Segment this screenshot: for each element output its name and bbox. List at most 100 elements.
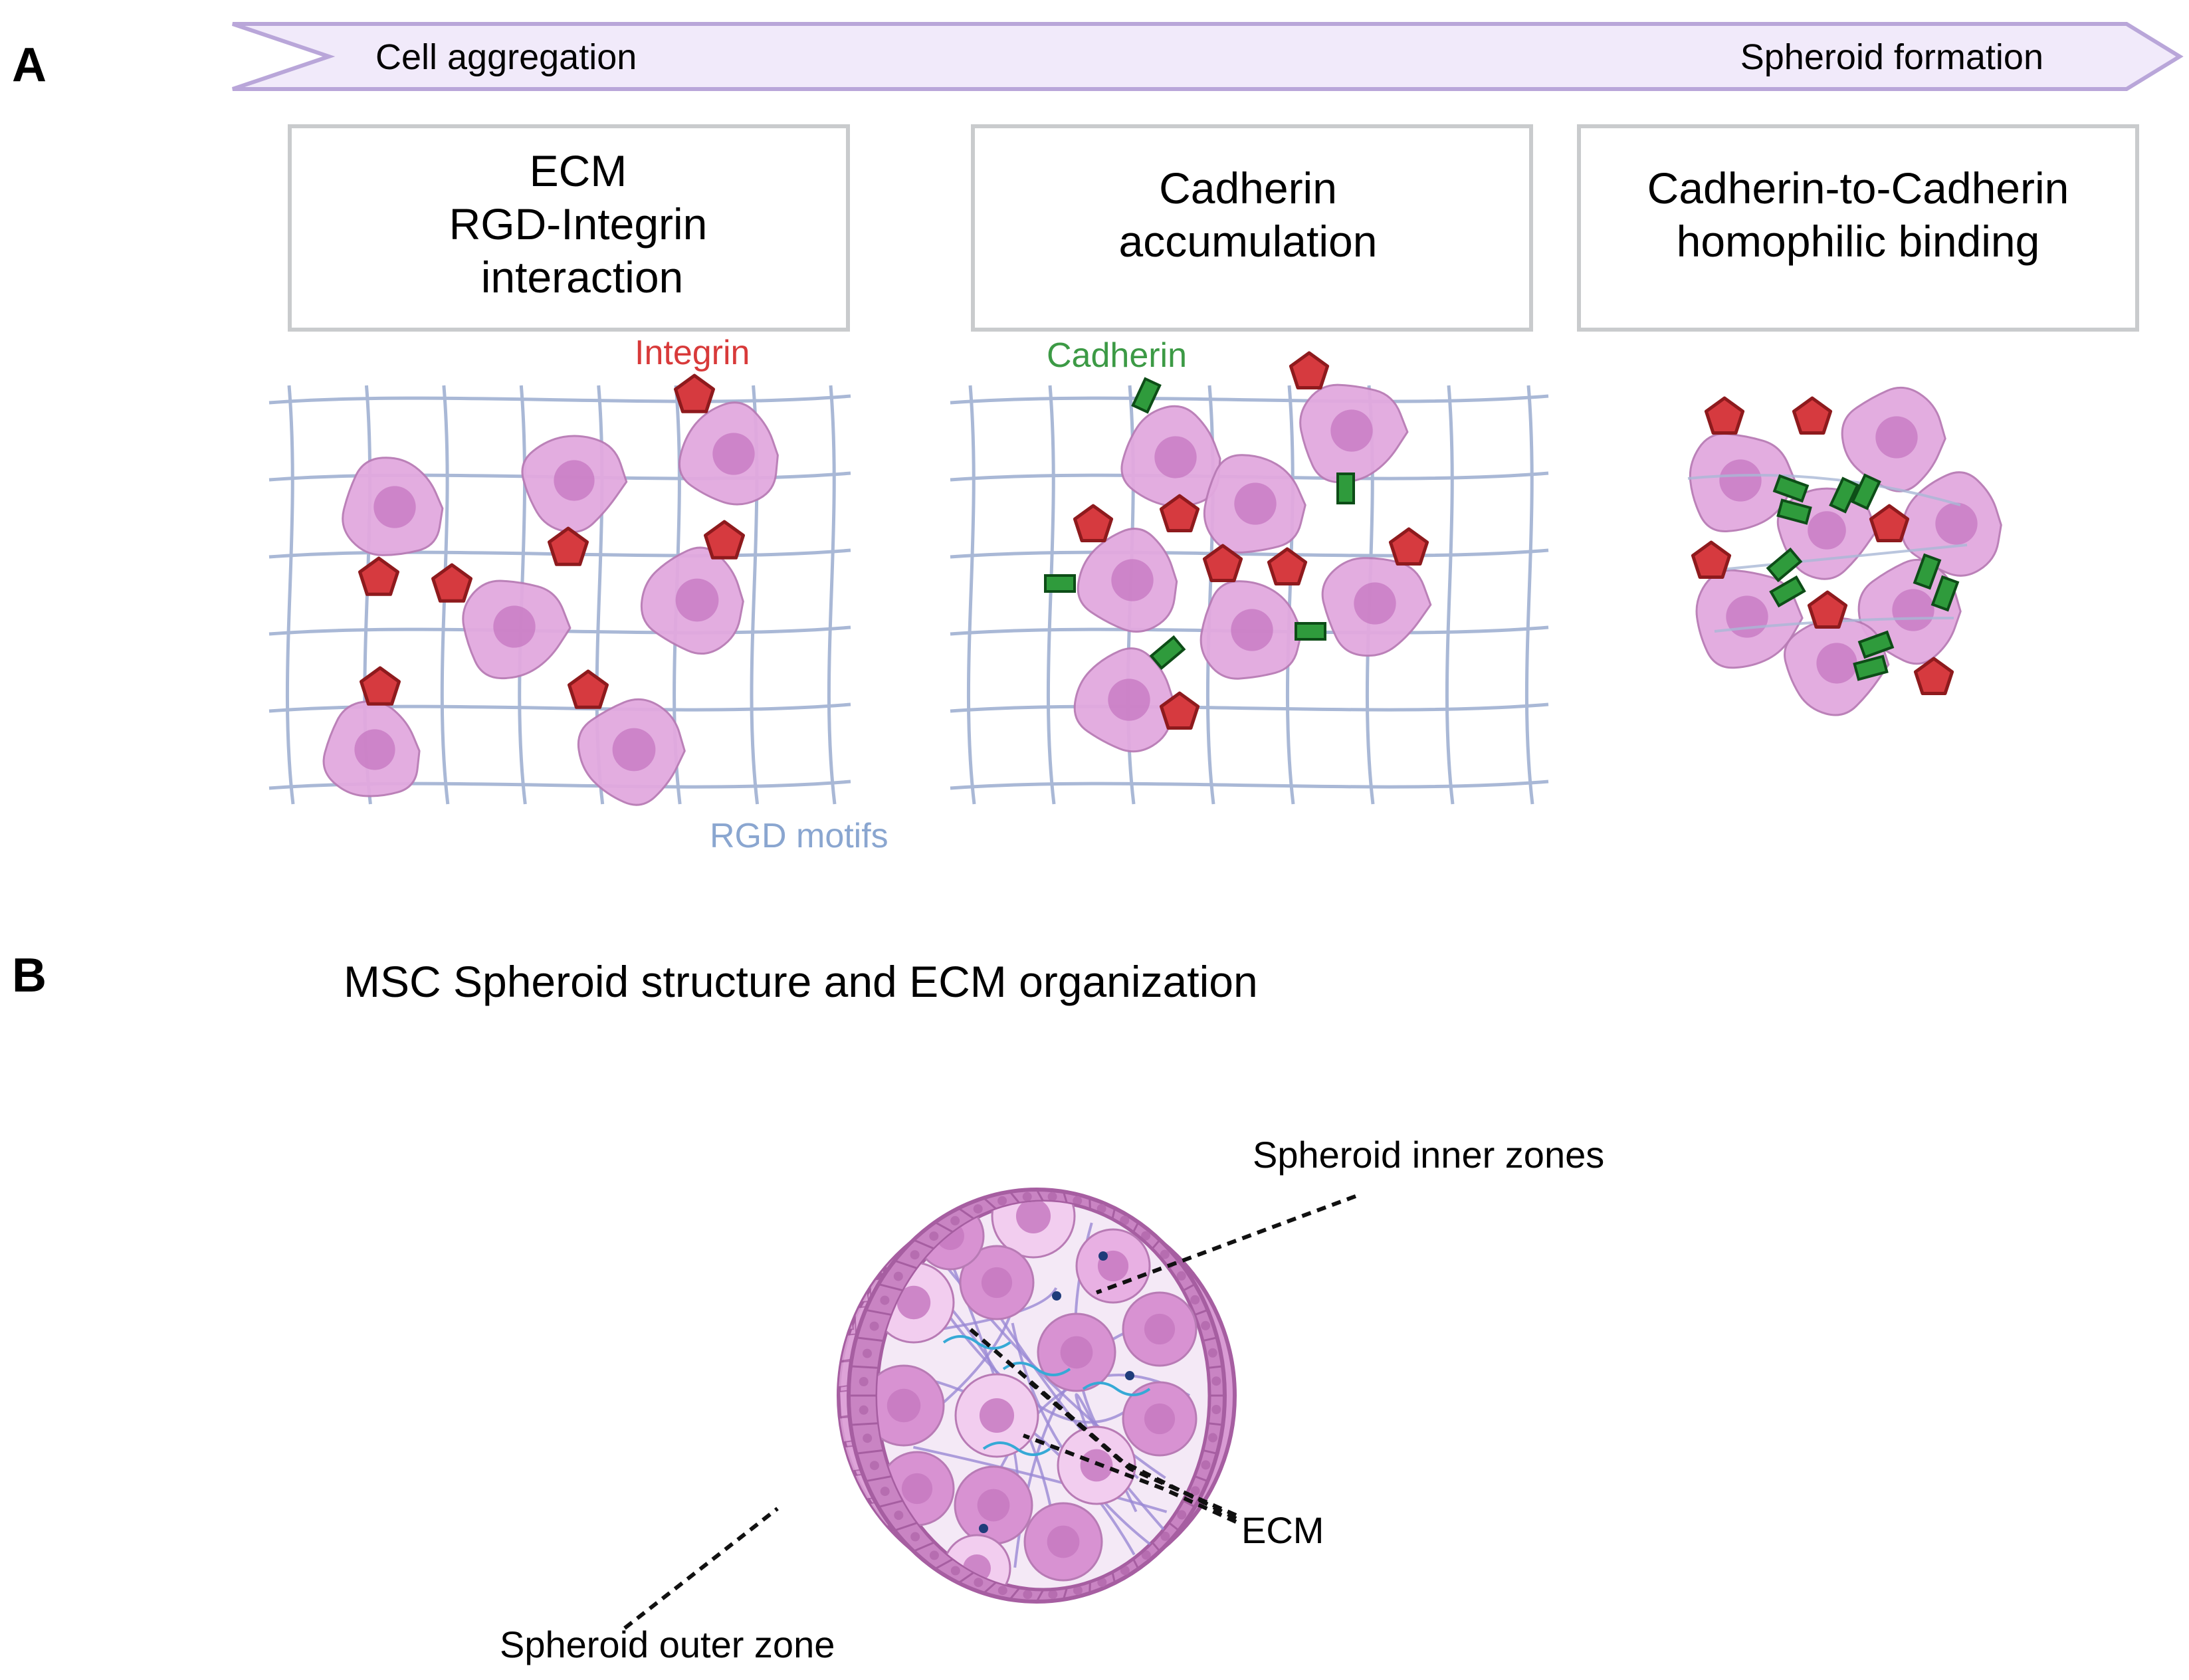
rim-cell-nucleus-1 — [1211, 1405, 1221, 1414]
shell-cell-129 — [884, 1583, 916, 1594]
rim-divider-26 — [865, 1309, 892, 1316]
stage3-cell-7-nucleus — [1816, 643, 1857, 684]
stage1-cell-7 — [577, 698, 686, 806]
arrow-start-label: Cell aggregation — [375, 37, 637, 77]
rim-cell-nucleus-42 — [1201, 1320, 1211, 1330]
shell-cell-109 — [839, 1527, 855, 1558]
panel-a-letter: A — [12, 39, 47, 92]
stage3-cadherin-4 — [1851, 473, 1881, 510]
rim-divider-16 — [934, 1558, 954, 1570]
rim-cell-nucleus-27 — [893, 1271, 903, 1281]
stage2-integrin-1 — [1289, 351, 1330, 389]
mesh2-strand-h5 — [950, 780, 1549, 790]
stage1-cell-2 — [521, 435, 628, 534]
rim-cell-nucleus-17 — [910, 1532, 920, 1542]
rim-divider-21 — [856, 1449, 885, 1455]
stage2-cadherin-2 — [1336, 472, 1355, 504]
rim-divider-36 — [1089, 1198, 1091, 1209]
shell-cell-19 — [839, 1248, 855, 1279]
rim-divider-6 — [1168, 1522, 1180, 1532]
rim-divider-25 — [856, 1336, 885, 1342]
mesh2-strand-v6 — [1445, 385, 1455, 805]
mesh1-strand-v0 — [285, 385, 295, 805]
stage2-integrin-2 — [1073, 504, 1114, 542]
shell-cell-118 — [839, 1555, 870, 1586]
stage1-integrin-1 — [674, 373, 715, 413]
stage1-cell-5-nucleus — [675, 578, 719, 622]
rim-divider-31 — [958, 1207, 975, 1220]
rim-cell-nucleus-21 — [863, 1433, 873, 1443]
stage-box-1-frame — [288, 124, 850, 332]
rim-divider-28 — [894, 1259, 918, 1270]
ecm-node-5 — [979, 1524, 988, 1533]
stage2-integrin-7 — [1159, 691, 1200, 730]
rim-cell-nucleus-32 — [997, 1196, 1007, 1206]
inner-cell-9-nucleus — [1144, 1403, 1176, 1435]
rim-divider-44 — [1207, 1365, 1223, 1369]
callout-ecm: ECM — [1241, 1509, 1324, 1551]
rim-cell-nucleus-5 — [1177, 1510, 1187, 1520]
rim-divider-38 — [1132, 1221, 1140, 1233]
stage1-cell-3 — [678, 401, 779, 506]
rim-divider-35 — [1062, 1191, 1069, 1204]
inner-cell-9 — [1122, 1381, 1198, 1457]
rim-divider-37 — [1111, 1208, 1116, 1219]
inner-cell-13 — [1023, 1502, 1103, 1582]
mesh2-strand-v7 — [1524, 385, 1534, 805]
stage-3-line-2: homophilic binding — [1677, 217, 2040, 266]
mesh1-strand-v7 — [827, 385, 837, 805]
stage2-cell-6-nucleus — [1354, 582, 1396, 625]
stage3-integrin-6 — [1913, 657, 1954, 695]
stage-3-line-1: Cadherin-to-Cadherin — [1647, 163, 2069, 213]
ecm-blue-strand-3 — [982, 1441, 1051, 1456]
cadherins-stage-2 — [1044, 377, 1355, 671]
outer-callout-line — [623, 1507, 779, 1630]
inner-cell-11 — [954, 1465, 1033, 1545]
rim-cell-nucleus-34 — [1047, 1192, 1057, 1202]
ecm-callout-line-3 — [1022, 1433, 1237, 1524]
shell-cell-10 — [839, 1220, 870, 1251]
rim-divider-27 — [878, 1283, 904, 1292]
inner-cell-5-nucleus — [1060, 1336, 1093, 1369]
shell-cell-2 — [853, 1198, 885, 1223]
ecm-node-4 — [1098, 1251, 1108, 1261]
process-arrow-shape — [232, 22, 2184, 91]
rim-cell-nucleus-37 — [1120, 1215, 1130, 1225]
ecm-mesh-stage-2 — [950, 385, 1549, 805]
stage3-mesh-2 — [1701, 544, 1968, 573]
stage1-cell-2-nucleus — [554, 460, 595, 501]
stage2-cell-5 — [1199, 580, 1303, 680]
stage3-cadherin-6 — [1769, 575, 1806, 608]
rim-cell-nucleus-41 — [1190, 1295, 1200, 1305]
stage-box-1: ECM RGD-Integrin interaction — [288, 124, 850, 332]
shell-cell-110 — [853, 1527, 885, 1558]
stage2-integrin-5 — [1267, 547, 1308, 585]
rim-divider-7 — [1151, 1541, 1161, 1552]
rim-cell-nucleus-33 — [1022, 1192, 1032, 1202]
inner-cell-1-nucleus — [1015, 1202, 1051, 1234]
stage1-integrin-4 — [358, 556, 399, 596]
rim-cells — [849, 1189, 1225, 1602]
stage2-cell-4-nucleus — [1111, 559, 1154, 601]
rim-cell-nucleus-13 — [997, 1586, 1007, 1596]
stage3-cadherin-10 — [1853, 655, 1889, 681]
rim-divider-13 — [1009, 1587, 1021, 1600]
ecm-node-2 — [1052, 1291, 1061, 1301]
stage3-cadherin-2 — [1776, 498, 1812, 525]
stage2-cell-3-nucleus — [1234, 482, 1277, 525]
inner-cell-5 — [1037, 1312, 1116, 1392]
panel-b-title: MSC Spheroid structure and ECM organizat… — [344, 957, 1258, 1006]
mesh2-strand-h2 — [950, 548, 1549, 559]
rim-cell-nucleus-16 — [929, 1550, 939, 1560]
rim-divider-41 — [1182, 1283, 1196, 1292]
rim-divider-9 — [1111, 1572, 1116, 1584]
panel-b-letter: B — [12, 949, 47, 1002]
cells-stage-1 — [322, 401, 779, 806]
cells-stage-2 — [1073, 383, 1432, 753]
rim-divider-24 — [850, 1365, 879, 1369]
rim-cell-nucleus-2 — [1208, 1433, 1217, 1443]
stage3-cell-2 — [1841, 386, 1946, 492]
rim-cell-nucleus-31 — [973, 1204, 983, 1214]
callout-outer-zone: Spheroid outer zone — [500, 1624, 835, 1665]
